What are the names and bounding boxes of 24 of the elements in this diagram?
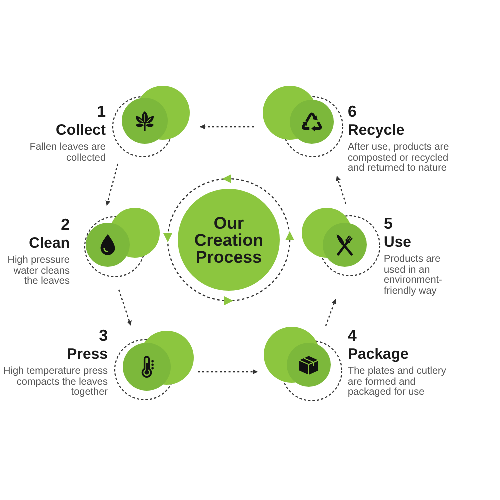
dotted-arrow (106, 164, 119, 206)
step-title: Use (384, 234, 412, 251)
step-description: High pressure water cleans the leaves (6, 256, 70, 288)
step-number: 4 (348, 328, 357, 346)
step-description: Fallen leaves are collected (28, 143, 106, 164)
dotted-arrow (198, 369, 258, 374)
step-description: The plates and cutlery are formed and packaged for use (348, 367, 448, 398)
step-number: 1 (97, 104, 106, 122)
step-title: Recycle (348, 122, 405, 139)
step-number: 2 (61, 217, 70, 235)
step-title: Collect (56, 122, 106, 139)
step-number: 3 (99, 328, 108, 346)
step-title: Package (348, 346, 409, 363)
dotted-arrow (118, 290, 132, 326)
step-title: Press (67, 346, 108, 363)
step-description: After use, products are composted or recycled and returned to nature (348, 143, 450, 174)
step-number: 5 (384, 216, 393, 234)
dotted-arrow (325, 298, 337, 326)
dotted-arrow (336, 176, 347, 204)
dotted-arrow (200, 124, 254, 130)
step-number: 6 (348, 104, 357, 122)
step-title: Clean (29, 235, 70, 252)
step-description: Products are used in an environment-friendly way (384, 255, 444, 297)
step-description: High temperature press compacts the leaves together (2, 367, 108, 398)
